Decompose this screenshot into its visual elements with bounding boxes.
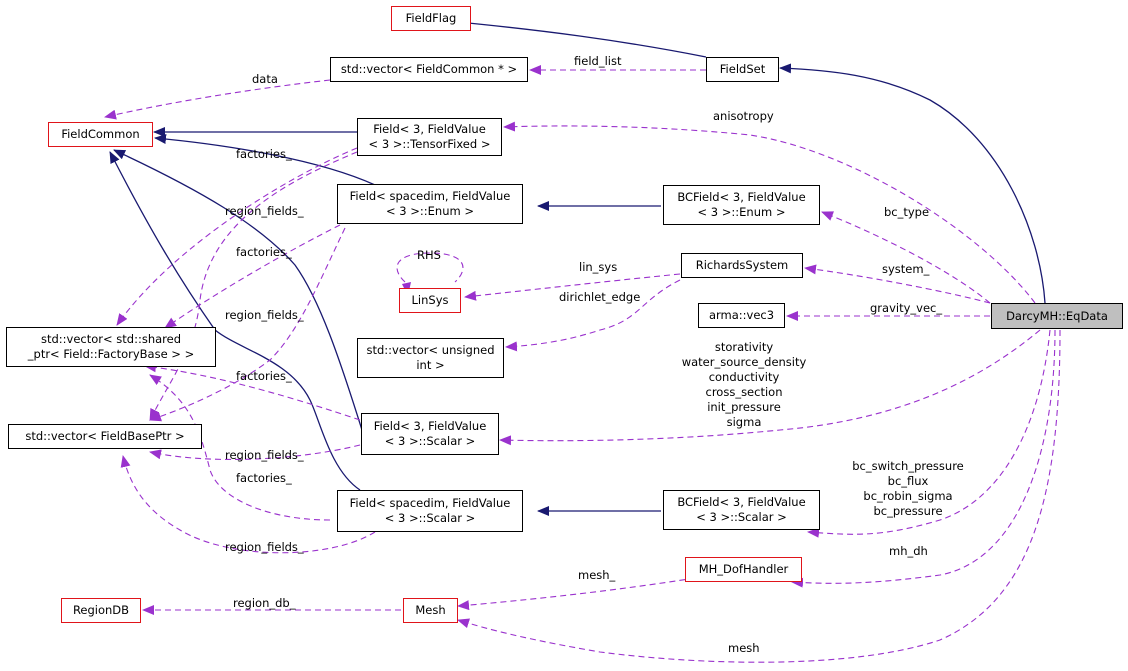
- node-vector-factorybase[interactable]: std::vector< std::shared _ptr< Field::Fa…: [6, 327, 216, 367]
- node-regiondb[interactable]: RegionDB: [61, 598, 141, 623]
- node-field-spacedim-enum[interactable]: Field< spacedim, FieldValue < 3 >::Enum …: [337, 184, 523, 224]
- edge-label-mesh-underscore: mesh_: [578, 568, 616, 582]
- edge-label-bc-fields: bc_switch_pressure bc_flux bc_robin_sigm…: [852, 459, 964, 518]
- edge-field-scalar-to-fieldcommon: [113, 149, 363, 431]
- edge-bc-fields: [807, 329, 1051, 538]
- edge-label-data: data: [252, 72, 278, 86]
- edge-region-fields-3: [149, 444, 361, 461]
- node-linsys[interactable]: LinSys: [399, 288, 461, 313]
- edge-label-factories-2: factories_: [236, 245, 292, 259]
- edge-label-field-list: field_list: [574, 54, 622, 68]
- edge-label-gravity-vec: gravity_vec_: [870, 301, 943, 315]
- edge-anisotropy: [503, 121, 1036, 304]
- edge-label-scalar-fields: storativity water_source_density conduct…: [681, 340, 807, 429]
- edge-region-fields-1: [149, 151, 358, 421]
- edge-field-sd-scalar-to-fieldcommon: [109, 151, 361, 491]
- edge-bc-type: [821, 211, 991, 304]
- node-bcfield-enum[interactable]: BCField< 3, FieldValue < 3 >::Enum >: [663, 185, 820, 225]
- edge-label-dirichlet-edge: dirichlet_edge: [559, 290, 641, 304]
- edge-label-region-db: region_db_: [233, 596, 296, 610]
- inheritance-edges: [109, 18, 1046, 516]
- node-darcymh-eqdata[interactable]: DarcyMH::EqData: [991, 303, 1123, 329]
- edge-label-region-fields-1: region_fields_: [225, 204, 304, 218]
- node-vector-fieldcommon[interactable]: std::vector< FieldCommon * >: [330, 57, 528, 82]
- node-arma-vec3[interactable]: arma::vec3: [698, 303, 785, 328]
- edge-label-rhs: RHS: [417, 248, 441, 262]
- node-field-spacedim-scalar[interactable]: Field< spacedim, FieldValue < 3 >::Scala…: [337, 490, 523, 532]
- node-bcfield-scalar[interactable]: BCField< 3, FieldValue < 3 >::Scalar >: [663, 490, 820, 530]
- edge-region-fields-4: [120, 455, 376, 554]
- edge-label-anisotropy: anisotropy: [713, 109, 774, 123]
- edge-field-sd-enum-to-fieldcommon: [154, 134, 376, 186]
- edge-mh-dh: [791, 329, 1056, 588]
- edge-fieldset-to-fieldflag: [457, 18, 707, 58]
- edge-factories-4: [149, 374, 331, 521]
- edge-label-lin-sys: lin_sys: [579, 260, 618, 274]
- edge-dirichlet-edge: [505, 279, 681, 352]
- edge-system: [804, 264, 991, 304]
- edge-label-factories-4: factories_: [236, 471, 292, 485]
- node-field-tensorfixed[interactable]: Field< 3, FieldValue < 3 >::TensorFixed …: [357, 118, 502, 156]
- edge-rhs: [396, 252, 464, 283]
- node-mh-dofhandler[interactable]: MH_DofHandler: [685, 557, 802, 582]
- edge-label-mh-dh: mh_dh: [889, 544, 928, 558]
- edge-scalar-fields: [499, 329, 1041, 446]
- edge-label-factories-3: factories_: [236, 369, 292, 383]
- edge-factories-3: [144, 362, 361, 421]
- edge-mesh: [457, 329, 1061, 663]
- edge-lin-sys: [464, 273, 681, 301]
- node-fieldflag[interactable]: FieldFlag: [391, 6, 471, 31]
- usage-edges: [104, 65, 1061, 663]
- edge-mesh-underscore: [457, 577, 696, 611]
- node-fieldcommon[interactable]: FieldCommon: [48, 122, 153, 147]
- edge-label-region-fields-3: region_fields_: [225, 448, 304, 462]
- node-vector-unsigned[interactable]: std::vector< unsigned int >: [357, 338, 504, 378]
- node-fieldset[interactable]: FieldSet: [706, 57, 779, 82]
- edge-factories-1: [116, 147, 358, 326]
- edge-label-system: system_: [882, 262, 930, 276]
- edge-label-factories-1: factories_: [236, 147, 292, 161]
- node-mesh[interactable]: Mesh: [403, 598, 458, 623]
- edge-factories-2: [164, 224, 341, 329]
- edge-label-bc-type: bc_type: [884, 205, 930, 219]
- edge-eqdata-to-fieldset: [779, 63, 1046, 304]
- node-richardssystem[interactable]: RichardsSystem: [681, 253, 803, 278]
- edge-data: [104, 79, 331, 120]
- edge-label-mesh: mesh: [728, 641, 760, 655]
- node-vector-fieldbaseptr[interactable]: std::vector< FieldBasePtr >: [8, 424, 202, 449]
- edge-region-fields-2: [149, 227, 346, 422]
- edge-label-region-fields-2: region_fields_: [225, 308, 304, 322]
- node-field-scalar[interactable]: Field< 3, FieldValue < 3 >::Scalar >: [361, 413, 499, 455]
- edge-label-region-fields-4: region_fields_: [225, 540, 304, 554]
